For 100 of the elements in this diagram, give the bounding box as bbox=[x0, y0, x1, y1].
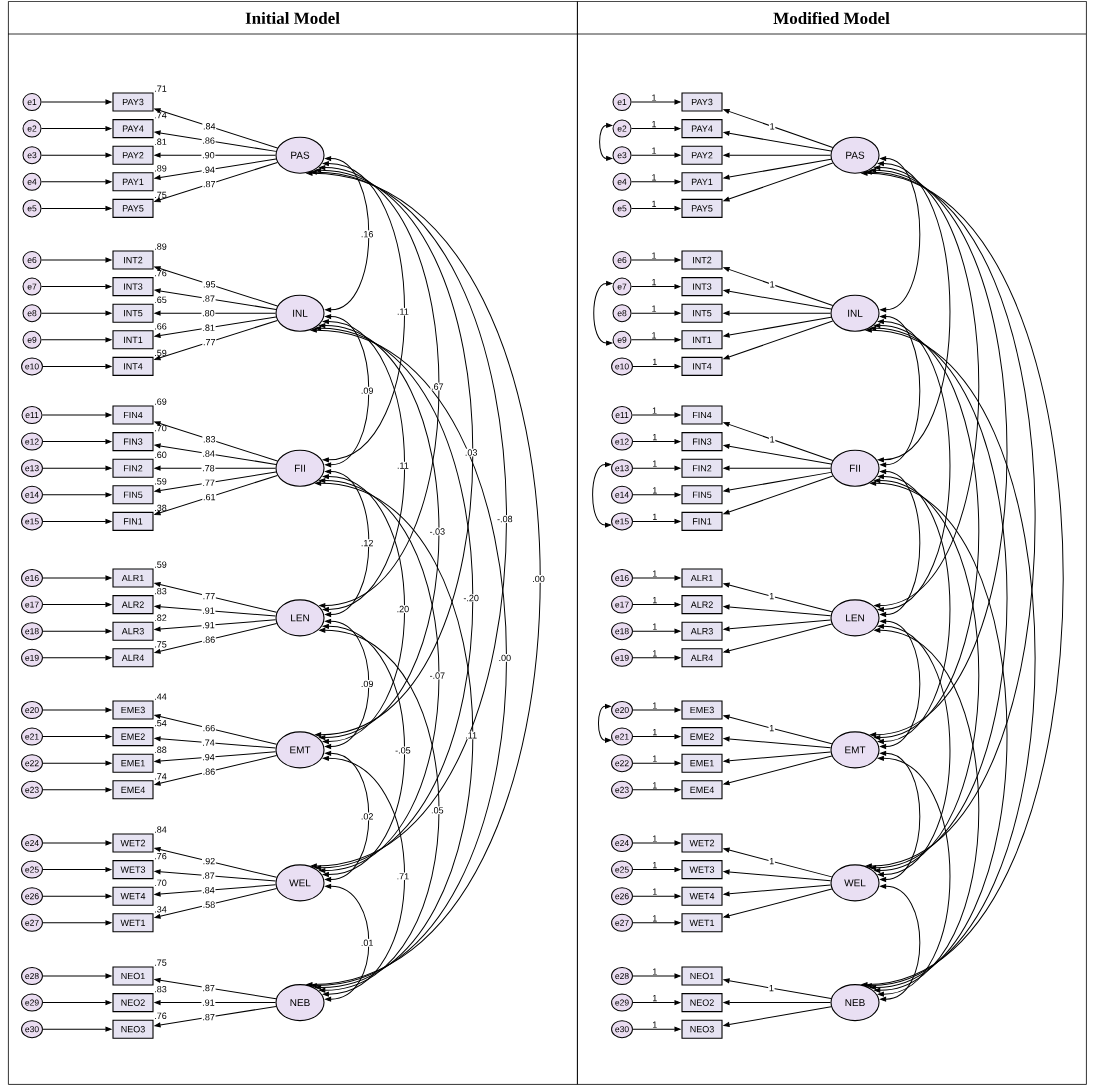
arrow bbox=[42, 575, 112, 581]
indicator-box: EME1 bbox=[681, 753, 723, 773]
edge-label: 1 bbox=[652, 570, 657, 577]
arrow bbox=[42, 439, 112, 445]
edge-label: .81 bbox=[201, 323, 216, 332]
latent-oval: WEL bbox=[275, 864, 325, 902]
indicator-box: PAY1 bbox=[681, 172, 723, 192]
arrow bbox=[632, 602, 681, 608]
double-headed-arrow bbox=[322, 623, 406, 877]
edge-label: -.05 bbox=[394, 746, 412, 755]
arrow bbox=[154, 471, 277, 493]
arrow bbox=[154, 1000, 276, 1006]
arrow bbox=[723, 465, 831, 471]
arrow bbox=[632, 439, 681, 445]
indicator-box: FIN4 bbox=[681, 405, 723, 425]
edge-label: .84 bbox=[201, 886, 216, 895]
edge-label: 1 bbox=[652, 915, 657, 922]
indicator-box: WET2 bbox=[112, 833, 154, 853]
double-headed-arrow bbox=[865, 327, 1036, 989]
double-headed-arrow bbox=[322, 755, 406, 997]
edge-label: .86 bbox=[201, 136, 216, 145]
edge-label: .87 bbox=[201, 984, 216, 992]
double-headed-arrow bbox=[597, 703, 611, 743]
double-headed-arrow bbox=[306, 170, 541, 987]
arrow bbox=[42, 1000, 112, 1006]
arrow bbox=[154, 266, 278, 307]
edge-label: .86 bbox=[201, 767, 216, 776]
edge-label: 1 bbox=[768, 122, 776, 131]
value-label: .44 bbox=[155, 693, 167, 700]
arrow bbox=[723, 884, 832, 897]
edge-label: 1 bbox=[652, 487, 657, 494]
arrow bbox=[723, 888, 833, 919]
arrow bbox=[632, 412, 681, 418]
latent-oval: EMT bbox=[275, 731, 325, 769]
edge-label: .16 bbox=[360, 230, 375, 239]
value-label: .70 bbox=[155, 879, 167, 886]
arrow bbox=[42, 519, 112, 524]
indicator-box: WET1 bbox=[681, 913, 723, 933]
indicator-box: FIN1 bbox=[112, 511, 154, 531]
arrow bbox=[42, 787, 112, 793]
double-headed-arrow bbox=[880, 750, 921, 882]
arrow bbox=[632, 787, 681, 793]
arrow bbox=[723, 421, 834, 461]
value-label: .88 bbox=[155, 746, 167, 753]
arrow bbox=[41, 126, 112, 132]
edge-label: .00 bbox=[531, 575, 546, 583]
arrow bbox=[723, 582, 833, 613]
value-label: .76 bbox=[155, 270, 167, 277]
arrow bbox=[42, 655, 112, 661]
edge-label: 1 bbox=[652, 460, 657, 467]
arrow bbox=[154, 310, 276, 316]
indicator-box: EME4 bbox=[112, 780, 154, 800]
edge-label: 1 bbox=[652, 407, 657, 414]
arrow bbox=[42, 840, 112, 846]
value-label: .65 bbox=[155, 296, 167, 303]
indicator-box: PAY3 bbox=[112, 92, 154, 112]
indicator-box: ALR4 bbox=[681, 648, 723, 668]
indicator-box: PAY1 bbox=[112, 172, 154, 192]
latent-oval: PAS bbox=[275, 136, 325, 174]
double-headed-arrow bbox=[880, 314, 921, 468]
arrow bbox=[723, 847, 833, 878]
edge-label: 1 bbox=[652, 729, 657, 736]
arrow bbox=[631, 310, 681, 316]
value-label: .69 bbox=[155, 398, 167, 405]
indicator-box: ALR2 bbox=[112, 595, 154, 615]
edge-label: .74 bbox=[201, 738, 216, 747]
edge-label: .87 bbox=[201, 871, 216, 880]
indicator-box: ALR3 bbox=[681, 621, 723, 641]
edge-label: -.20 bbox=[462, 594, 480, 602]
arrow bbox=[42, 492, 112, 498]
latent-oval: INL bbox=[275, 294, 325, 332]
indicator-box: INT3 bbox=[681, 277, 723, 297]
indicator-box: EME2 bbox=[112, 727, 154, 747]
edge-label: .91 bbox=[201, 621, 216, 630]
indicator-box: PAY5 bbox=[681, 198, 723, 218]
value-label: .83 bbox=[155, 986, 167, 993]
arrow bbox=[723, 751, 832, 764]
indicator-box: INT2 bbox=[112, 250, 154, 270]
edge-label: 1 bbox=[768, 857, 775, 865]
arrow bbox=[154, 158, 277, 180]
indicator-box: PAY2 bbox=[112, 145, 154, 165]
indicator-box: ALR3 bbox=[112, 621, 154, 641]
arrow bbox=[632, 492, 681, 498]
indicator-box: FIN5 bbox=[681, 485, 723, 505]
edge-label: .58 bbox=[201, 900, 216, 909]
arrow bbox=[632, 1026, 681, 1032]
indicator-box: PAY2 bbox=[681, 145, 723, 165]
double-headed-arrow bbox=[325, 750, 370, 882]
arrow bbox=[154, 623, 278, 654]
arrow bbox=[723, 152, 831, 158]
arrow bbox=[42, 1026, 112, 1032]
indicator-box: FIN5 bbox=[112, 485, 154, 505]
edge-label: 1 bbox=[652, 200, 657, 207]
double-headed-arrow bbox=[310, 327, 507, 989]
edge-label: 1 bbox=[652, 513, 657, 520]
double-headed-arrow bbox=[874, 478, 980, 873]
arrow bbox=[42, 734, 112, 740]
arrow bbox=[723, 158, 832, 180]
edge-label: .91 bbox=[201, 606, 216, 615]
edge-label: 1 bbox=[652, 279, 657, 286]
